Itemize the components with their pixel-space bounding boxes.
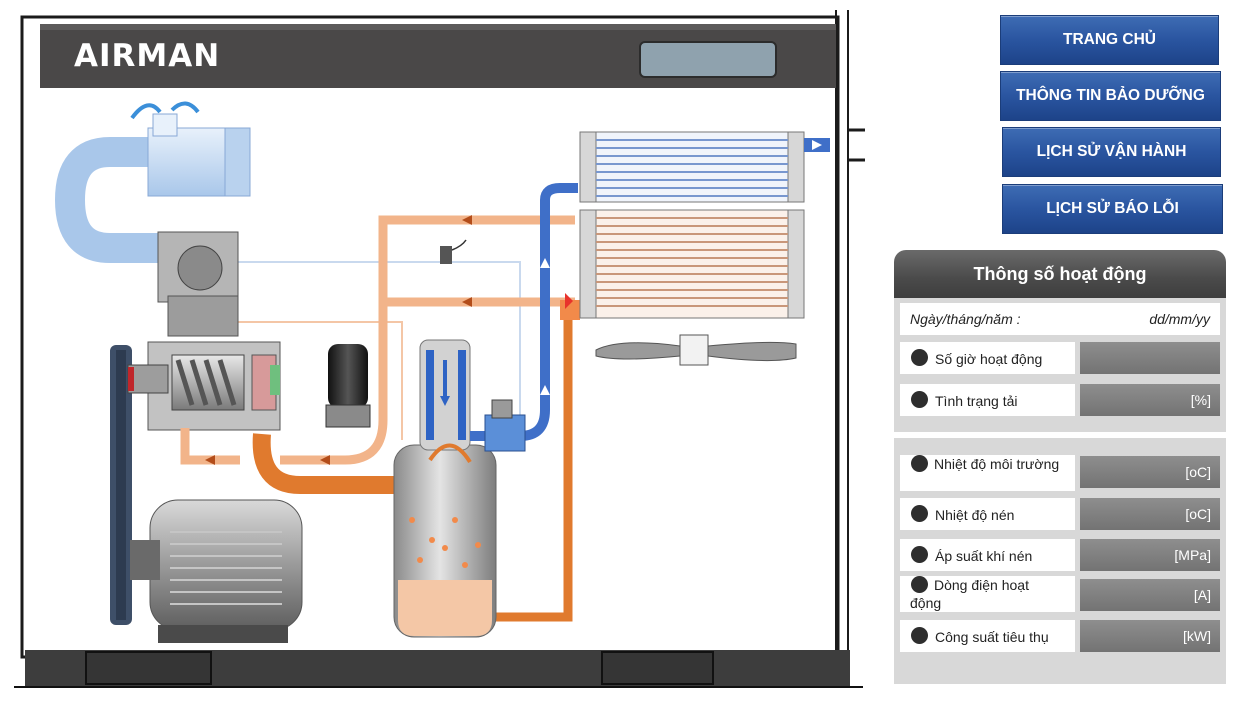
param-value-compression-temp: [oC]: [1080, 498, 1220, 530]
status-dot-icon: [911, 391, 928, 408]
param-label-compression-temp: Nhiệt độ nén: [900, 498, 1075, 530]
control-display: [639, 41, 777, 78]
param-value-operating-current: [A]: [1080, 579, 1220, 611]
maintenance-info-button[interactable]: THÔNG TIN BẢO DƯỠNG: [1000, 71, 1221, 121]
param-value-load-status: [%]: [1080, 384, 1220, 416]
brand-logo: AIRMAN: [74, 38, 220, 74]
error-history-button[interactable]: LỊCH SỬ BÁO LỖI: [1002, 184, 1223, 234]
date-label: Ngày/tháng/năm :: [910, 311, 1021, 327]
param-label-load-status: Tình trạng tải: [900, 384, 1075, 416]
param-label-ambient-temp: Nhiệt độ môi trường: [900, 455, 1075, 491]
status-dot-icon: [911, 546, 928, 563]
status-dot-icon: [911, 505, 928, 522]
param-value-power-consumption: [kW]: [1080, 620, 1220, 652]
home-button[interactable]: TRANG CHỦ: [1000, 15, 1219, 65]
status-dot-icon: [911, 349, 928, 366]
param-value-ambient-temp: [oC]: [1080, 456, 1220, 488]
status-dot-icon: [911, 576, 928, 593]
compressor-diagram: AIRMAN: [14, 10, 865, 688]
date-row: Ngày/tháng/năm : dd/mm/yy: [900, 303, 1220, 335]
status-dot-icon: [911, 627, 928, 644]
param-label-air-pressure: Áp suất khí nén: [900, 539, 1075, 571]
operation-history-button[interactable]: LỊCH SỬ VẬN HÀNH: [1002, 127, 1221, 177]
panel-title: Thông số hoạt động: [894, 250, 1226, 298]
param-label-power-consumption: Công suất tiêu thụ: [900, 620, 1075, 652]
param-value-air-pressure: [MPa]: [1080, 539, 1220, 571]
status-dot-icon: [911, 455, 928, 472]
date-value: dd/mm/yy: [1149, 311, 1210, 327]
param-label-operating-current: Dòng điện hoạt động: [900, 576, 1075, 612]
param-label-operating-hours: Số giờ hoạt động: [900, 342, 1075, 374]
param-value-operating-hours: [1080, 342, 1220, 374]
